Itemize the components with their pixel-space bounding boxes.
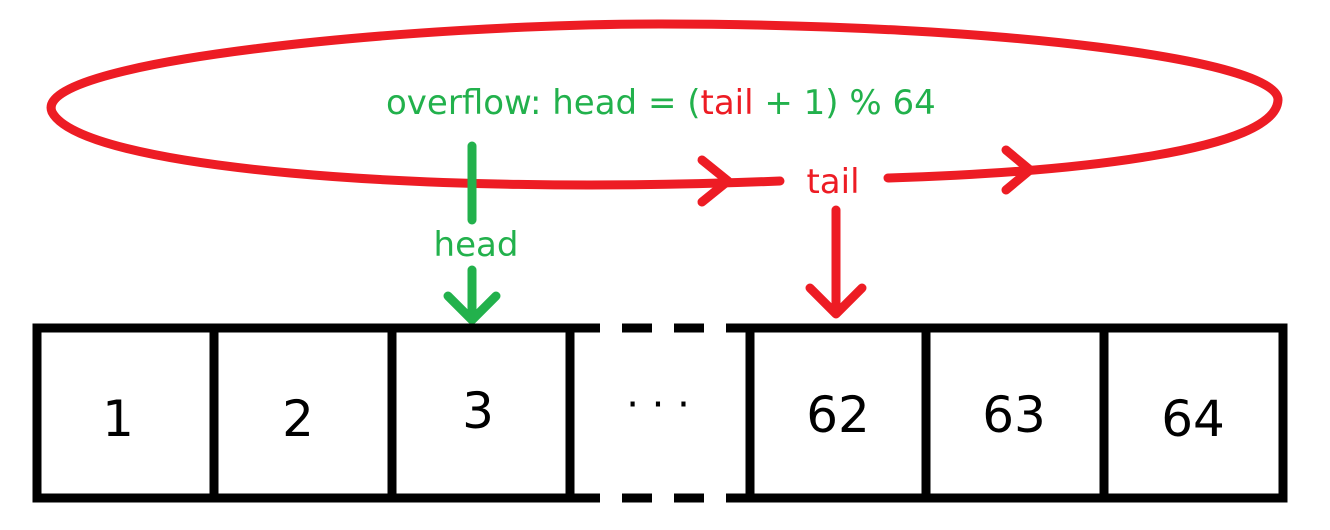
cell-value-2: 2: [282, 390, 314, 448]
ellipsis: · · ·: [626, 382, 690, 428]
tail-arrow-icon: [805, 283, 867, 319]
formula-prefix: overflow: head = (: [386, 83, 701, 123]
cell-value-63: 63: [982, 386, 1046, 444]
cell-value-1: 1: [102, 390, 134, 448]
loop-arrow-chevron-left: [697, 155, 733, 207]
cell-value-62: 62: [806, 386, 870, 444]
formula-tail-word: tail: [701, 83, 754, 123]
wraparound-loop: [46, 19, 1283, 190]
head-arrow-icon: [443, 291, 501, 325]
buffer-left-block: [32, 323, 575, 503]
buffer-right-block: [745, 323, 1288, 503]
cell-value-3: 3: [462, 382, 494, 440]
cell-value-64: 64: [1161, 390, 1225, 448]
formula-suffix: + 1) % 64: [754, 83, 936, 123]
tail-label: tail: [806, 162, 859, 202]
head-label: head: [434, 225, 519, 265]
loop-arrow-chevron-right: [1001, 145, 1035, 195]
overflow-formula: overflow: head = (tail + 1) % 64: [386, 83, 936, 123]
